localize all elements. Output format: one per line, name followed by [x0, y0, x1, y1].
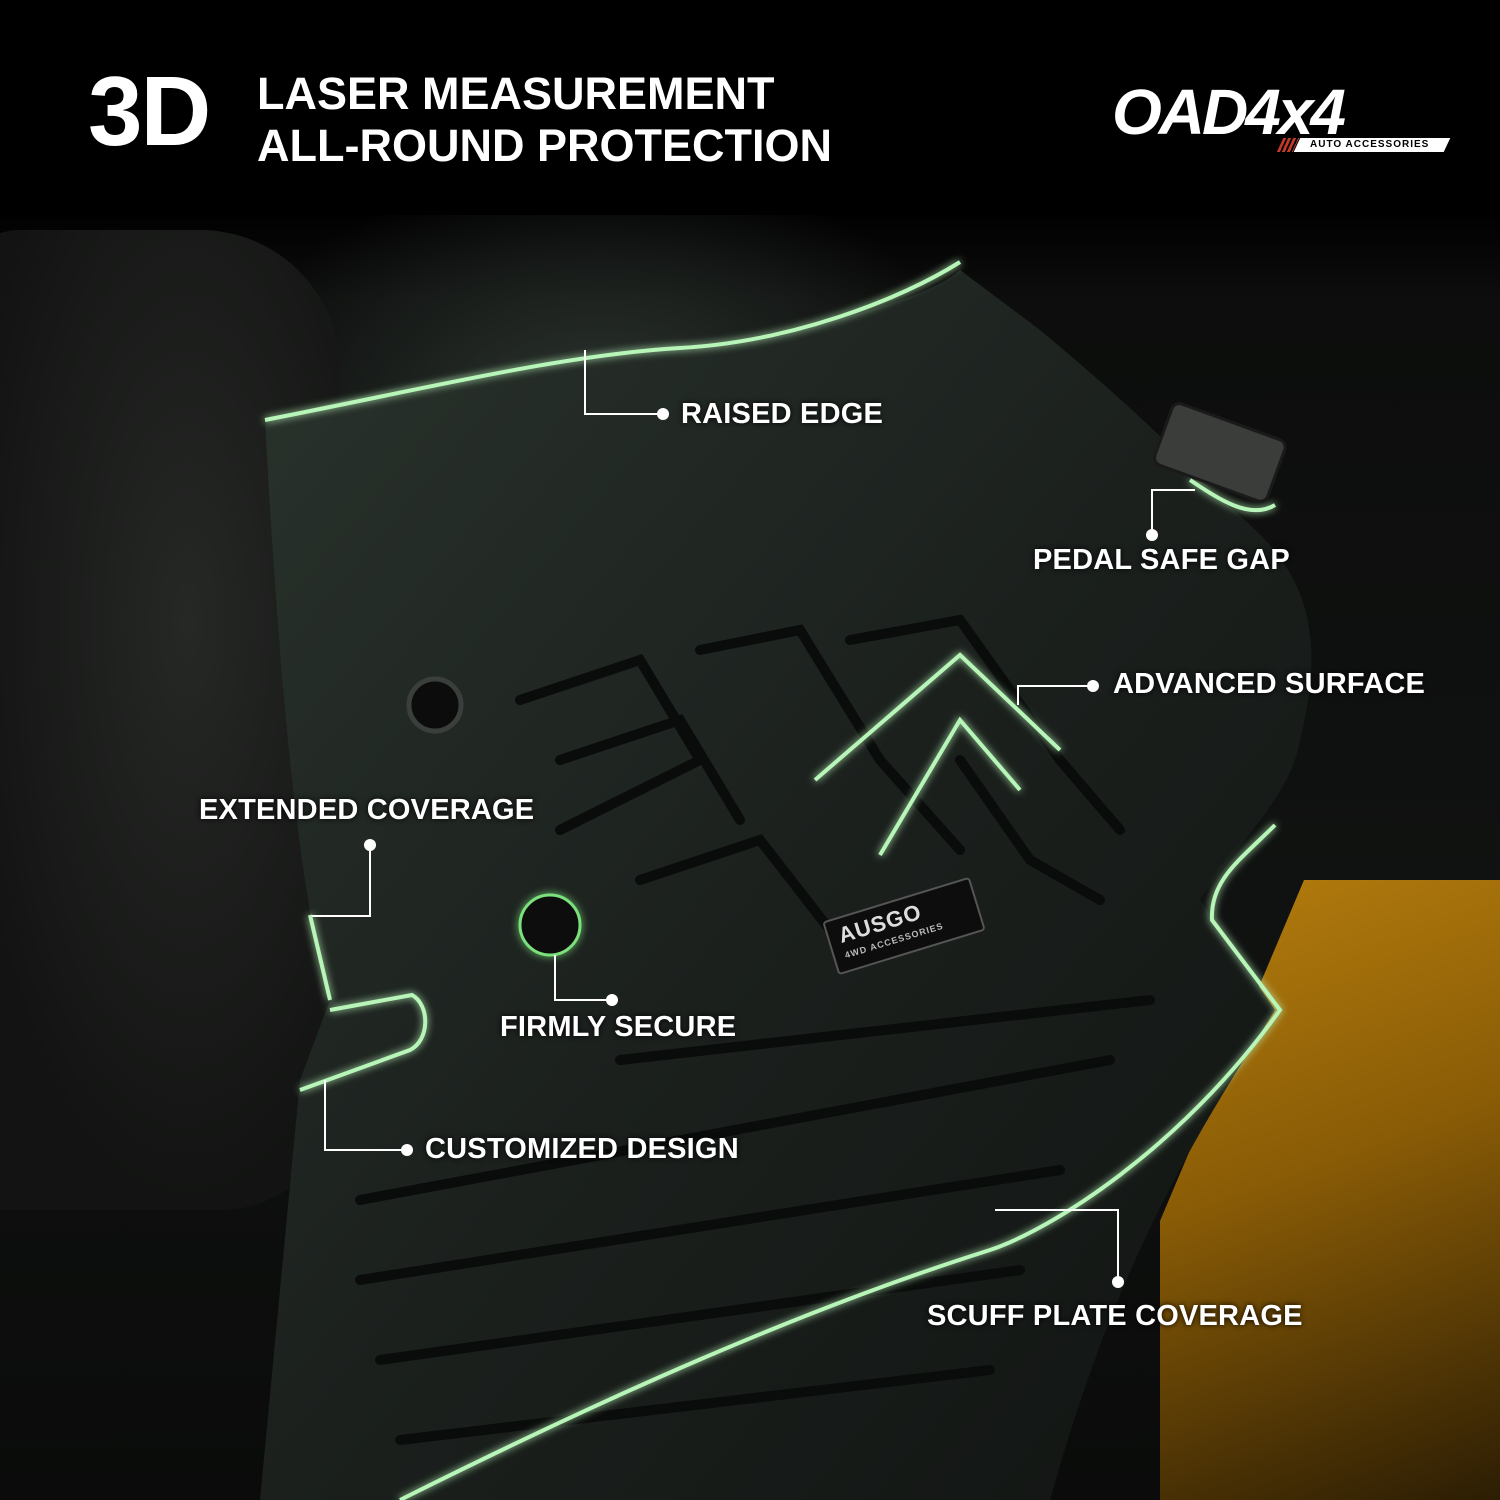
extended-coverage-outline: [308, 914, 332, 1001]
callout-advanced-surface: ADVANCED SURFACE: [1113, 668, 1426, 700]
callout-extended-coverage: EXTENDED COVERAGE: [199, 794, 535, 826]
callout-scuff-plate-coverage: SCUFF PLATE COVERAGE: [927, 1300, 1303, 1332]
dot-raised-edge: [657, 408, 669, 420]
floor-mat: [260, 270, 1312, 1500]
leader-scuff-plate: [995, 1209, 1119, 1282]
advanced-surface-outline-1: [813, 652, 1062, 782]
leader-firmly-secure: [554, 955, 612, 1001]
customized-design-outline: [299, 992, 428, 1092]
car-seat: [0, 230, 340, 1210]
callout-firmly-secure: FIRMLY SECURE: [500, 1011, 737, 1043]
scuff-plate-outline: [399, 823, 1283, 1500]
leader-advanced-surface: [1017, 685, 1093, 705]
highlight-edges: [264, 260, 1283, 1500]
logo-wordmark: OAD4x4: [1112, 76, 1346, 148]
leader-raised-edge: [584, 350, 663, 415]
dot-customized-design: [401, 1144, 413, 1156]
leader-customized-design: [324, 1080, 407, 1151]
pedal-gap-outline: [1188, 478, 1277, 513]
callout-pedal-safe-gap: PEDAL SAFE GAP: [1033, 544, 1290, 576]
brake-pedal: [1153, 402, 1287, 503]
fastener-top: [406, 676, 464, 734]
title-lines: LASER MEASUREMENT ALL-ROUND PROTECTION: [257, 68, 832, 172]
leader-pedal-gap: [1151, 489, 1195, 535]
callout-customized-design: CUSTOMIZED DESIGN: [425, 1133, 739, 1165]
header-band: [0, 0, 1500, 215]
fastener-bottom: [518, 893, 582, 957]
title-3d: 3D: [88, 56, 211, 166]
title-line-1: LASER MEASUREMENT: [257, 68, 775, 119]
tread-pattern: [355, 614, 1155, 1445]
dot-firmly-secure: [606, 994, 618, 1006]
brand-logo: OAD4x4 AUTO ACCESSORIES: [1112, 80, 1452, 160]
title-line-2: ALL-ROUND PROTECTION: [257, 120, 832, 171]
logo-tagline: AUTO ACCESSORIES: [1310, 139, 1430, 150]
callout-leaders: [312, 350, 1195, 1282]
raised-edge-outline: [264, 260, 962, 422]
dot-advanced-surface: [1087, 680, 1099, 692]
dot-scuff-plate: [1112, 1276, 1124, 1288]
callout-raised-edge: RAISED EDGE: [681, 398, 884, 430]
leader-extended-coverage: [312, 845, 371, 917]
mat-fasteners: [406, 676, 582, 957]
callout-dots: [364, 408, 1158, 1288]
dot-pedal-gap: [1146, 529, 1158, 541]
advanced-surface-outline-2: [878, 716, 1022, 857]
dot-extended-coverage: [364, 839, 376, 851]
